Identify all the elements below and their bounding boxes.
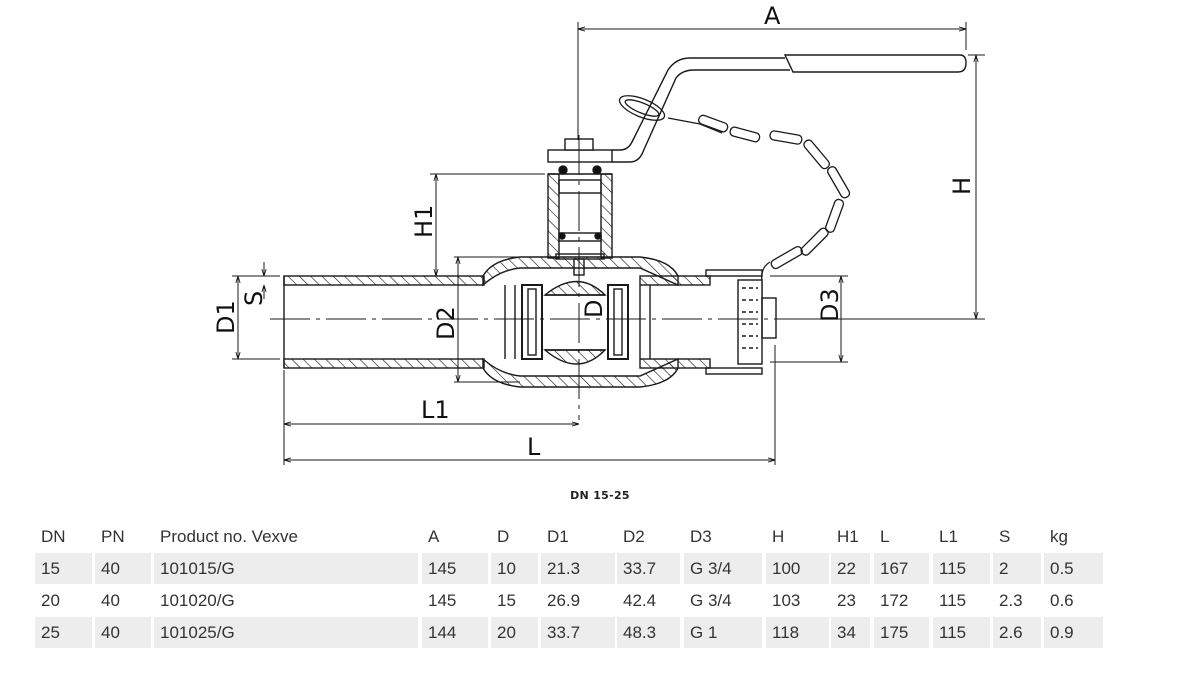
cell-dn: 20 bbox=[41, 591, 60, 610]
cell-s: 2.3 bbox=[999, 591, 1023, 610]
table-subtitle: DN 15-25 bbox=[570, 489, 630, 502]
cell-h1: 34 bbox=[831, 617, 870, 648]
chain bbox=[618, 95, 851, 298]
cell-h: 103 bbox=[772, 591, 801, 610]
cell-d2: 48.3 bbox=[617, 617, 680, 648]
cell-h: 100 bbox=[766, 553, 829, 584]
dimension-labels: A H H1 D1 S D2 D D3 L1 L bbox=[212, 2, 976, 461]
cell-kg: 0.9 bbox=[1044, 617, 1103, 648]
table-row: 15 40 101015/G 145 10 21.3 33.7 G 3/4 10… bbox=[0, 553, 1200, 584]
cell-d3: G 3/4 bbox=[690, 591, 732, 610]
header-a: A bbox=[428, 527, 440, 546]
label-D3: D3 bbox=[816, 288, 844, 322]
cell-l: 167 bbox=[874, 553, 929, 584]
cell-dn: 25 bbox=[35, 617, 92, 648]
valve-stem-housing bbox=[547, 165, 613, 276]
label-S: S bbox=[240, 291, 268, 306]
cell-d3: G 1 bbox=[684, 617, 762, 648]
cell-d1: 26.9 bbox=[547, 591, 581, 610]
cell-a: 145 bbox=[422, 553, 488, 584]
cell-h1: 22 bbox=[831, 553, 870, 584]
cell-d2: 42.4 bbox=[623, 591, 657, 610]
cell-d: 15 bbox=[497, 591, 516, 610]
cell-d1: 33.7 bbox=[541, 617, 615, 648]
cell-d: 20 bbox=[491, 617, 538, 648]
cell-l: 175 bbox=[874, 617, 929, 648]
header-kg: kg bbox=[1050, 527, 1068, 546]
label-H: H bbox=[948, 177, 976, 195]
cell-kg: 0.6 bbox=[1050, 591, 1074, 610]
cell-h: 118 bbox=[766, 617, 829, 648]
cell-product: 101025/G bbox=[154, 617, 418, 648]
label-H1: H1 bbox=[410, 205, 438, 238]
label-D1: D1 bbox=[212, 300, 240, 334]
cell-product: 101020/G bbox=[160, 591, 235, 610]
cell-pn: 40 bbox=[101, 591, 120, 610]
label-A: A bbox=[764, 2, 781, 30]
header-dn: DN bbox=[41, 527, 66, 546]
cell-s: 2.6 bbox=[993, 617, 1041, 648]
cell-d1: 21.3 bbox=[541, 553, 615, 584]
cell-l: 172 bbox=[880, 591, 909, 610]
valve-body bbox=[482, 256, 711, 388]
cell-a: 144 bbox=[422, 617, 488, 648]
dimension-lines bbox=[232, 22, 985, 465]
header-d: D bbox=[497, 527, 510, 546]
header-l: L bbox=[880, 527, 890, 546]
cell-d3: G 3/4 bbox=[684, 553, 762, 584]
end-cap bbox=[705, 269, 777, 375]
cell-l1: 115 bbox=[933, 553, 990, 584]
header-l1: L1 bbox=[939, 527, 958, 546]
cell-kg: 0.5 bbox=[1044, 553, 1103, 584]
center-lines bbox=[270, 135, 850, 420]
label-D2: D2 bbox=[432, 306, 460, 340]
header-pn: PN bbox=[101, 527, 125, 546]
cell-pn: 40 bbox=[95, 553, 151, 584]
valve-technical-drawing: A H H1 D1 S D2 D D3 L1 L bbox=[212, 2, 985, 465]
label-L: L bbox=[527, 433, 541, 461]
cell-l1: 115 bbox=[939, 591, 967, 610]
cell-dn: 15 bbox=[35, 553, 92, 584]
header-d2: D2 bbox=[623, 527, 645, 546]
label-D: D bbox=[580, 300, 608, 318]
cell-h1: 23 bbox=[837, 591, 856, 610]
header-h: H bbox=[772, 527, 785, 546]
cell-a: 145 bbox=[428, 591, 457, 610]
cell-product: 101015/G bbox=[154, 553, 418, 584]
table-row: 20 40 101020/G 145 15 26.9 42.4 G 3/4 10… bbox=[0, 585, 1200, 616]
header-product: Product no. Vexve bbox=[160, 527, 298, 546]
cell-s: 2 bbox=[993, 553, 1041, 584]
header-h1: H1 bbox=[837, 527, 859, 546]
label-L1: L1 bbox=[421, 396, 450, 424]
header-d3: D3 bbox=[690, 527, 712, 546]
header-d1: D1 bbox=[547, 527, 569, 546]
header-s: S bbox=[999, 527, 1011, 546]
cell-l1: 115 bbox=[933, 617, 990, 648]
cell-d: 10 bbox=[491, 553, 538, 584]
table-row: 25 40 101025/G 144 20 33.7 48.3 G 1 118 … bbox=[0, 617, 1200, 648]
table-header-row: DN PN Product no. Vexve A D D1 D2 D3 H H… bbox=[0, 521, 1200, 552]
cell-d2: 33.7 bbox=[617, 553, 680, 584]
lever-handle bbox=[547, 54, 967, 163]
cell-pn: 40 bbox=[95, 617, 151, 648]
